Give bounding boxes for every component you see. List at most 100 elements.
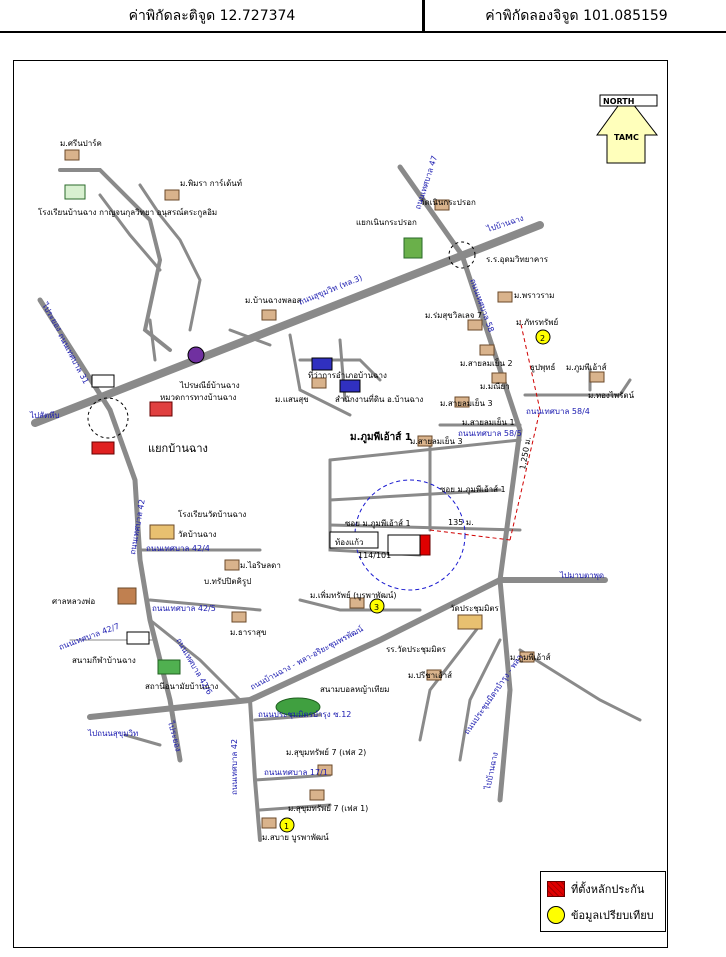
house-icon (519, 651, 535, 663)
road-upper-5 (148, 318, 157, 362)
label-v-f: ม.สายลมเย็น 3 (440, 398, 493, 408)
house-icon (454, 396, 470, 408)
road-north-47 (397, 164, 523, 803)
label-v-g: ม.สายลมเย็น 1 (462, 417, 515, 427)
label-v-k: ม.ทองไพรัตน์ (588, 390, 635, 400)
dimension-135 (429, 529, 511, 541)
temple-icon (457, 614, 483, 630)
legend-row-subject: ที่ตั้งหลักประกัน (547, 880, 644, 898)
honda-icon (91, 441, 115, 455)
health-icon (157, 659, 181, 675)
label-v-l: ม.ไอริษลดา (240, 561, 281, 570)
label-v-a: ม.พราวราม (514, 291, 554, 300)
house-icon (434, 199, 450, 211)
tree-icon (403, 237, 423, 259)
label-school-1: โรงเรียนบ้านฉาง กาญจนกุลวิทยา อนุสรณ์ตระ… (38, 207, 217, 218)
label-to-sattahip: ไปสัตหีบ (29, 411, 60, 420)
label-v-d: ม.สายลมเย็น 2 (460, 358, 513, 368)
temple-icon (149, 524, 175, 540)
pin-1-marker (279, 817, 295, 833)
place-labels: ม.ศรีนปาร์ค ม.พิมรา การ์เด้นท์ โรงเรียนบ… (38, 138, 635, 843)
road-soi-12-b (253, 713, 322, 722)
road-soi-42 (107, 407, 183, 763)
pin-2-marker (535, 329, 551, 345)
label-intersection-main: แยกบ้านฉาง (148, 442, 208, 455)
pin-3-label: 3 (374, 603, 379, 612)
label-village-3: ม.แสนสุข (275, 395, 309, 404)
label-subject-soi-2: ซอย ม.ภูมพีเอ้าส์ 1 (440, 484, 506, 495)
subject-lot (419, 534, 431, 556)
label-v-t: ม.สบาย บูรพาพัฒน์ (262, 832, 329, 843)
pin-3-marker (369, 598, 385, 614)
label-shop: ธูปพุทธ์ (530, 362, 556, 373)
house-icon (417, 435, 433, 447)
road-right-2 (518, 648, 642, 722)
stadium-icon (126, 631, 150, 645)
label-to-rayong-2: ไประยอง (166, 719, 183, 752)
pin-2-label: 2 (540, 334, 545, 343)
house-icon (164, 189, 180, 201)
house-icon (479, 344, 495, 356)
label-to-map-ta-phut: ไปมาบตาพุด (559, 571, 604, 580)
label-health: สถานีอนามัยบ้านฉาง (145, 682, 218, 691)
label-v-e: ม.มณียา (480, 382, 510, 391)
map-frame (13, 60, 668, 948)
road-subject-block-3 (328, 523, 522, 532)
road-58-4 (523, 378, 632, 397)
legend-compare-label: ข้อมูลเปรียบเทียบ (571, 909, 654, 922)
house-icon (426, 669, 442, 681)
label-post: ไปรษณีย์บ้านฉาง (179, 380, 240, 390)
gov-icon (311, 357, 333, 371)
label-v-r: ม.สุขุมทรัพย์ 7 (เฟส 2) (286, 747, 366, 757)
label-temple-2: วัดเนินกระปรอก (420, 198, 476, 207)
road-upper-6 (228, 328, 272, 347)
road-right-4 (458, 638, 502, 762)
road-soi-42-5 (148, 598, 262, 612)
north-arrow-icon (596, 94, 659, 164)
house-icon (349, 597, 365, 609)
label-school-4: รร.วัดประชุมมิตร (386, 645, 447, 654)
label-subject-soi: ซอย ม.ภูมพีเอ้าส์ 1 (345, 518, 411, 529)
label-v-m: บ.ทรัปปิตคิรูป (204, 577, 251, 587)
label-v-s: ม.สุขุมทรัพย์ 7 (เฟส 1) (288, 803, 368, 813)
road-soi-17 (253, 773, 332, 782)
label-to-ban-chang-s: ไปบ้านฉาง (483, 751, 500, 791)
house-icon (589, 371, 605, 383)
label-soi-42-7: ถนนเทศบาล 42/7 (58, 622, 121, 652)
road-labels: ถนนสุขุมวิท (ทล.3) ไปบ้านฉาง ไปสัตหีบ ไป… (29, 155, 604, 795)
label-soi-58-4: ถนนเทศบาล 58/4 (526, 407, 590, 416)
dimension-1250 (509, 319, 541, 541)
comparison-pins: 1 2 3 (279, 329, 551, 833)
label-subject: ม.ภูมพีเอ้าส์ 1 (350, 431, 412, 444)
road-subject-block-2 (328, 488, 502, 502)
road-upper-4 (138, 183, 202, 332)
park-icon (275, 697, 321, 717)
label-v-h: ม.สายลมเย็น 3 (410, 436, 463, 446)
road-left-lower (123, 733, 162, 747)
label-police: หมวดการทางบ้านฉาง (160, 393, 237, 402)
subject-swatch-icon (547, 881, 565, 897)
dimension-lines (429, 319, 541, 541)
subject-building (387, 534, 421, 556)
road-subject-block (328, 438, 522, 462)
house-icon (467, 319, 483, 331)
label-soi-42: ถนนเทศบาล 42 (128, 499, 147, 556)
label-stadium: สนามกีฬาบ้านฉาง (72, 656, 136, 665)
label-subject-lot: 114/101 (358, 551, 391, 560)
legend-subject-label: ที่ตั้งหลักประกัน (571, 883, 645, 896)
header-divider (0, 31, 726, 33)
label-intersection-north: แยกเนินกระปรอก (356, 218, 417, 227)
label-v-p: ม.ปรีชาเอ้าส์ (408, 670, 452, 680)
sukhumvit-road (31, 221, 544, 427)
compare-swatch-icon (547, 906, 565, 924)
bank-icon (187, 346, 205, 364)
map-legend: ที่ตั้งหลักประกัน ข้อมูลเปรียบเทียบ (540, 871, 666, 932)
road-prachum (87, 577, 608, 720)
header-column-divider (422, 0, 425, 33)
label-v-q: ม.ภูมพีเอ้าส์ (510, 652, 551, 663)
label-dist-135: 135 ม. (448, 518, 474, 527)
store-icon (91, 374, 115, 388)
gov-icon (339, 379, 361, 393)
subject-house-box (329, 531, 379, 549)
